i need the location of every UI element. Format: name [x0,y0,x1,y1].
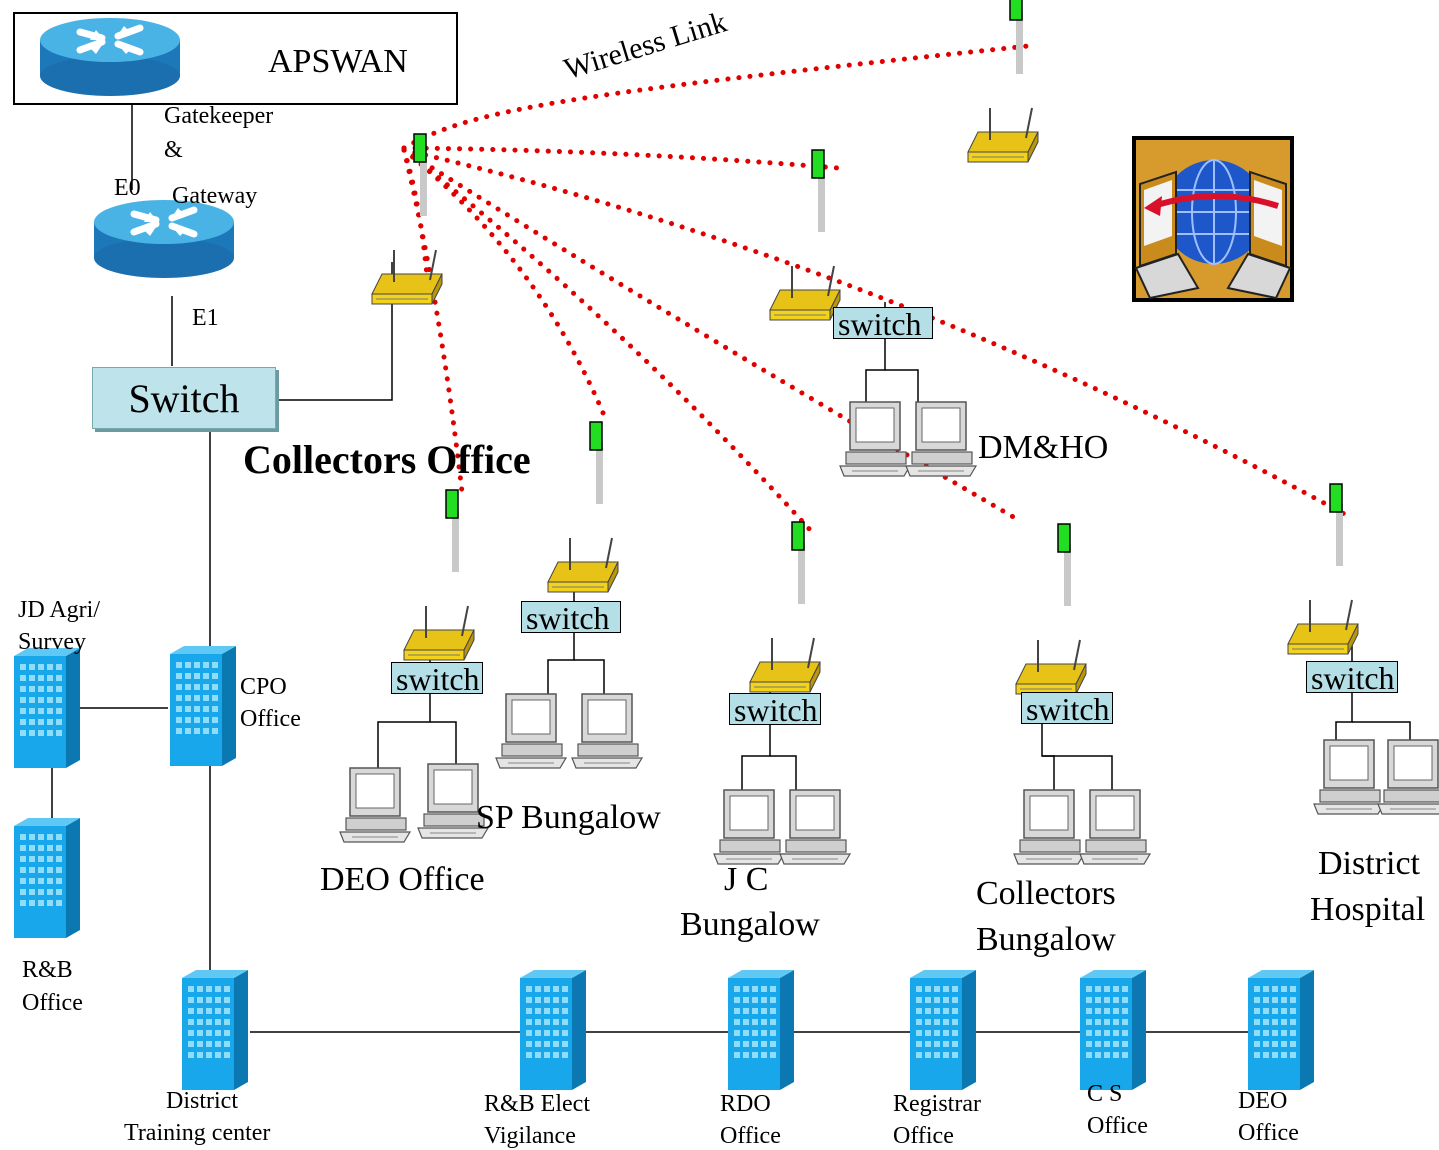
building-label-rb-2: Office [22,990,83,1016]
switch-sp-bungalow[interactable]: switch [521,601,621,634]
building-icon[interactable] [170,646,236,766]
site-label-jc-line2: Bungalow [680,906,820,943]
site-label-jc-line1: J C [724,861,769,898]
building-label-rbelect-2: Vigilance [484,1123,576,1149]
access-point-icon[interactable] [749,521,821,693]
site-label-collectors-line1: Collectors [976,875,1116,912]
collectors-office-label: Collectors Office [243,437,531,482]
building-icon[interactable] [728,970,794,1090]
switch-collectors-bungalow[interactable]: switch [1021,692,1113,725]
building-icon[interactable] [1080,970,1146,1090]
pc-icon[interactable] [1313,739,1385,815]
building-icon[interactable] [910,970,976,1090]
pc-icon[interactable] [571,693,643,769]
building-label-dtc-1: District [166,1088,238,1114]
building-label-rdo-2: Office [720,1123,781,1149]
building-label-deo-2: Office [1238,1120,1299,1146]
switch-jc-bungalow[interactable]: switch [729,693,821,726]
router-icon[interactable] [40,14,182,104]
access-point-icon[interactable] [769,149,841,321]
main-switch[interactable]: Switch [92,367,276,429]
site-label-deo-office: DEO Office [320,861,485,898]
site-label-hospital-line1: District [1318,845,1420,882]
building-icon[interactable] [182,970,248,1090]
apswan-label: APSWAN [268,43,408,80]
site-label-dmho: DM&HO [978,429,1109,466]
building-label-cpo-1: CPO [240,674,287,700]
pc-icon[interactable] [779,789,851,865]
site-label-sp-bungalow: SP Bungalow [476,799,661,836]
gateway-label: Gateway [172,183,258,209]
gatekeeper-label: Gatekeeper [164,103,274,129]
wireless-links [401,43,1351,535]
building-label-rb-1: R&B [22,957,73,983]
access-point-icon[interactable] [967,0,1039,163]
site-label-hospital-line2: Hospital [1310,891,1426,928]
access-point-icon[interactable] [1015,523,1087,695]
ampersand-label: & [164,137,183,163]
e0-label: E0 [114,175,141,201]
building-icon[interactable] [14,648,80,768]
building-label-cpo-2: Office [240,706,301,732]
building-icon[interactable] [14,818,80,938]
pc-icon[interactable] [839,401,911,477]
pc-icon[interactable] [1013,789,1085,865]
building-label-dtc-2: Training center [124,1120,271,1146]
pc-icon[interactable] [1079,789,1151,865]
building-label-registrar-2: Office [893,1123,954,1149]
switch-district-hospital[interactable]: switch [1306,661,1398,694]
access-point-icon[interactable] [403,489,475,661]
building-icon[interactable] [520,970,586,1090]
router-icon[interactable] [94,200,234,278]
switch-deo-office[interactable]: switch [391,662,483,695]
building-icon[interactable] [1248,970,1314,1090]
pc-icon[interactable] [1377,739,1439,815]
building-label-rbelect-1: R&B Elect [484,1091,590,1117]
e1-label: E1 [192,305,219,331]
internet-globe-icon [1132,136,1294,302]
pc-icon[interactable] [495,693,567,769]
switch-dmho[interactable]: switch [833,307,933,340]
access-point-icon[interactable] [547,421,619,593]
building-label-jd-agri-2: Survey [18,629,86,655]
site-label-collectors-line2: Bungalow [976,921,1116,958]
pc-icon[interactable] [905,401,977,477]
building-label-rdo-1: RDO [720,1091,771,1117]
building-label-cs-2: Office [1087,1113,1148,1139]
access-point-icon[interactable] [1287,483,1359,655]
building-label-cs-1: C S [1087,1081,1123,1107]
building-label-registrar-1: Registrar [893,1091,981,1117]
building-label-deo-1: DEO [1238,1088,1288,1114]
pc-icon[interactable] [339,767,411,843]
pc-icon[interactable] [713,789,785,865]
building-label-jd-agri-1: JD Agri/ [18,597,101,623]
